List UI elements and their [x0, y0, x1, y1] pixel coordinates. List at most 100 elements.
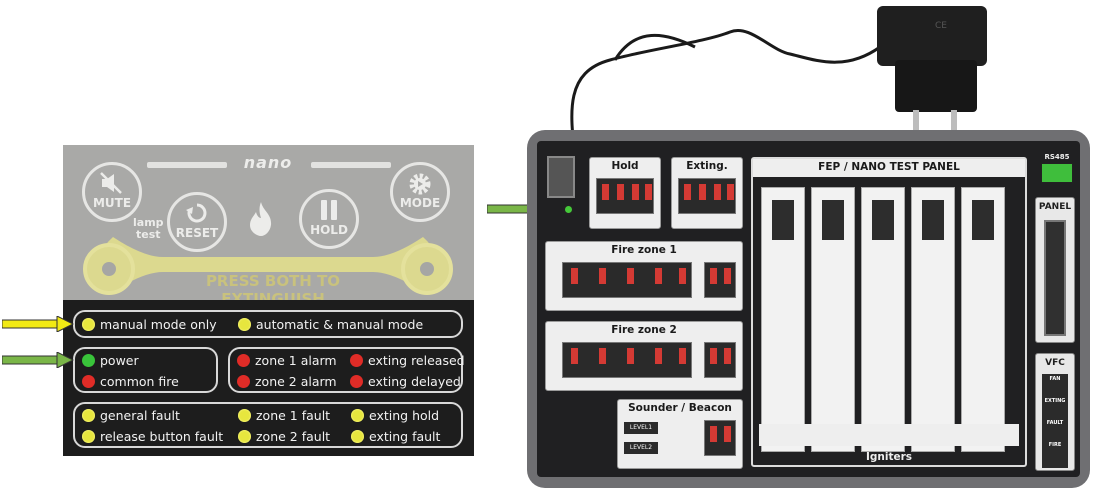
- channel-2: [811, 187, 855, 452]
- speaker-muted-icon: [85, 171, 139, 201]
- red-led: [350, 353, 363, 367]
- switch[interactable]: [645, 184, 652, 200]
- switch[interactable]: [627, 268, 634, 284]
- mute-button[interactable]: MUTE: [82, 162, 142, 222]
- rs485-connector: [1041, 163, 1073, 183]
- title-bar-right: [311, 162, 391, 168]
- power-led-group: power common fire: [73, 347, 218, 393]
- led-exting-fault: exting fault: [351, 426, 440, 446]
- reset-button-label: RESET: [175, 226, 219, 240]
- alarm-led-group: zone 1 alarm exting released zone 2 alar…: [228, 347, 465, 393]
- yellow-led: [238, 429, 251, 443]
- switch[interactable]: [627, 348, 634, 364]
- channel-switch[interactable]: [822, 200, 844, 240]
- fire-zone-2-title: Fire zone 2: [611, 324, 677, 336]
- channel-switch[interactable]: [972, 200, 994, 240]
- yellow-led: [351, 408, 364, 422]
- vfc-indicators: FAN EXTING FAULT FIRE: [1042, 374, 1068, 468]
- switch[interactable]: [714, 184, 721, 200]
- led-common-fire: common fire: [82, 371, 179, 391]
- red-led: [82, 374, 95, 388]
- power-adapter: CE: [570, 6, 987, 158]
- led-exting-delayed: exting delayed: [350, 371, 461, 391]
- led-label: manual mode only: [100, 316, 217, 332]
- mode-button[interactable]: MODE: [390, 162, 450, 222]
- led-label: common fire: [100, 373, 179, 389]
- led-release-button-fault: release button fault: [82, 426, 223, 446]
- panel-label: PANEL: [1038, 202, 1072, 212]
- hold-box-title: Hold: [611, 160, 639, 172]
- switch[interactable]: [724, 426, 731, 442]
- vfc-fan: FAN: [1049, 376, 1061, 382]
- sounder-switches: [704, 420, 736, 456]
- switch[interactable]: [655, 268, 662, 284]
- yellow-led: [82, 429, 95, 443]
- channel-switch[interactable]: [772, 200, 794, 240]
- switch[interactable]: [679, 268, 686, 284]
- fire-zone-1-title: Fire zone 1: [611, 244, 677, 256]
- sounder-beacon-box: Sounder / Beacon LEVEL1 LEVEL2: [617, 399, 743, 469]
- channel-3: [861, 187, 905, 452]
- led-label: power: [100, 352, 139, 368]
- rs485-label: RS485: [1044, 153, 1070, 161]
- extinguish-button-left[interactable]: [83, 243, 135, 295]
- switch[interactable]: [727, 184, 734, 200]
- gear-icon: [393, 171, 447, 203]
- switch[interactable]: [710, 426, 717, 442]
- switch[interactable]: [655, 348, 662, 364]
- led-label: exting released: [368, 352, 465, 368]
- red-led: [350, 374, 363, 388]
- led-auto-manual-mode: automatic & manual mode: [238, 314, 423, 334]
- cable-connector: [547, 156, 575, 198]
- level1-label: LEVEL1: [624, 422, 658, 434]
- vfc-box: VFC FAN EXTING FAULT FIRE: [1035, 353, 1075, 471]
- vfc-fire: FIRE: [1048, 442, 1062, 448]
- led-label: zone 2 fault: [256, 428, 331, 444]
- exting-switches: [678, 178, 736, 214]
- ribbon-header: [1044, 220, 1066, 336]
- switch[interactable]: [632, 184, 639, 200]
- hold-button[interactable]: HOLD: [299, 189, 359, 249]
- exting-box: Exting.: [671, 157, 743, 229]
- lamp-test-line-2: test: [136, 228, 161, 241]
- level2-label: LEVEL2: [624, 442, 658, 454]
- switch[interactable]: [679, 348, 686, 364]
- channel-5: [961, 187, 1005, 452]
- switch[interactable]: [710, 348, 717, 364]
- extinguish-bar: [98, 237, 438, 292]
- sounder-beacon-title: Sounder / Beacon: [628, 402, 732, 414]
- yellow-led: [238, 317, 251, 331]
- switch[interactable]: [699, 184, 706, 200]
- switch[interactable]: [602, 184, 609, 200]
- yellow-led: [82, 408, 95, 422]
- red-led: [237, 353, 250, 367]
- zone1-switches: [562, 262, 692, 298]
- switch[interactable]: [724, 348, 731, 364]
- switch[interactable]: [571, 268, 578, 284]
- switch[interactable]: [599, 268, 606, 284]
- channel-switch[interactable]: [922, 200, 944, 240]
- led-label: zone 1 fault: [256, 407, 331, 423]
- channel-switch[interactable]: [872, 200, 894, 240]
- reset-button[interactable]: RESET: [167, 192, 227, 252]
- hold-button-label: HOLD: [310, 223, 348, 237]
- switch[interactable]: [599, 348, 606, 364]
- fault-led-group: general fault zone 1 fault exting hold r…: [73, 402, 463, 448]
- fire-zone-2-box: Fire zone 2: [545, 321, 743, 391]
- igniters-label: Igniters: [865, 451, 913, 463]
- zone1-open-short-switches: [704, 262, 736, 298]
- channel-4: [911, 187, 955, 452]
- switch[interactable]: [617, 184, 624, 200]
- fep-title: FEP / NANO TEST PANEL: [818, 161, 960, 173]
- panel-connector-box: PANEL: [1035, 197, 1075, 343]
- extinguish-button-right[interactable]: [401, 243, 453, 295]
- nano-title: nano: [243, 153, 293, 172]
- switch[interactable]: [710, 268, 717, 284]
- switch[interactable]: [724, 268, 731, 284]
- hold-box: Hold: [589, 157, 661, 229]
- switch[interactable]: [684, 184, 691, 200]
- led-general-fault: general fault: [82, 405, 180, 425]
- switch[interactable]: [571, 348, 578, 364]
- title-bar-left: [147, 162, 227, 168]
